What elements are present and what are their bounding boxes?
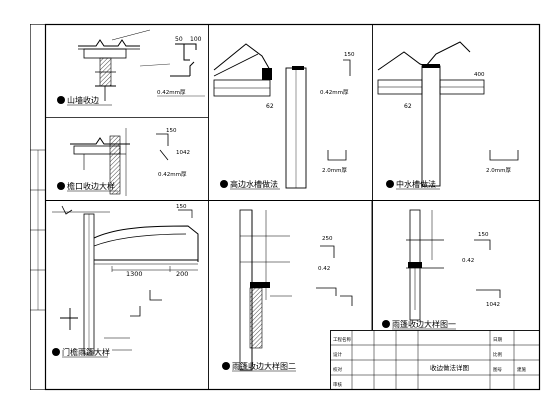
title-cell: 工程名称 bbox=[333, 336, 351, 343]
dim-text: 62 bbox=[266, 103, 274, 110]
panel-high-gutter: 62 0.42mm厚 150 2.0mm厚 高边水槽做法 bbox=[213, 43, 355, 190]
dim-text: 1042 bbox=[176, 150, 190, 156]
panel-caption: 山墙收边 bbox=[67, 95, 99, 105]
panel-gable-edge: 50 100 0.42mm厚 山墙收边 bbox=[57, 29, 205, 106]
dim-text: 150 bbox=[344, 52, 355, 58]
panel-grid bbox=[46, 24, 540, 390]
panel-eave-edge: 150 0.42mm厚 1042 檐口收边大样 bbox=[57, 128, 190, 196]
binding-strip bbox=[30, 24, 46, 390]
dim-text: 0.42 bbox=[462, 258, 474, 264]
title-cell: 审核 bbox=[333, 381, 342, 388]
panel-caption: 中水槽做法 bbox=[396, 179, 436, 189]
title-cell: 图号 bbox=[493, 367, 502, 373]
dim-text: 2.0mm厚 bbox=[322, 167, 347, 174]
panel-door-canopy: 1300 200 150 门檐雨篷大样 bbox=[52, 204, 199, 358]
panel-caption: 高边水槽做法 bbox=[230, 179, 278, 189]
title-cell: 建施 bbox=[517, 366, 526, 373]
panel-caption: 门檐雨篷大样 bbox=[62, 347, 110, 357]
panel-middle-gutter: 62 400 2.0mm厚 中水槽做法 bbox=[377, 41, 519, 190]
dim-text: 0.42 bbox=[318, 266, 330, 272]
dim-text: 150 bbox=[166, 128, 177, 134]
dim-text: 200 bbox=[176, 270, 188, 278]
dim-text: 2.0mm厚 bbox=[486, 167, 511, 174]
dim-text: 50 bbox=[175, 36, 183, 43]
panel-caption: 雨篷收边大样图一 bbox=[392, 319, 456, 329]
panel-caption: 雨篷收边大样图二 bbox=[232, 361, 296, 371]
dim-text: 0.42mm厚 bbox=[320, 89, 349, 96]
drawing-title: 收边做法详图 bbox=[430, 363, 469, 372]
panel-canopy-edge-1: 150 0.42 1042 雨篷收边大样图一 bbox=[382, 209, 501, 330]
dim-text: 0.42mm厚 bbox=[158, 171, 187, 178]
dim-text: 1300 bbox=[126, 270, 143, 278]
title-cell: 校对 bbox=[333, 366, 342, 373]
dim-text: 400 bbox=[474, 72, 485, 78]
dim-text: 250 bbox=[322, 236, 333, 242]
dim-text: 150 bbox=[478, 232, 489, 238]
dim-text: 1042 bbox=[486, 302, 500, 308]
dim-text: 0.42mm厚 bbox=[157, 89, 186, 96]
title-cell: 日期 bbox=[493, 337, 502, 343]
dim-text: 150 bbox=[176, 204, 187, 210]
title-cell: 设计 bbox=[333, 351, 342, 358]
sheet-border bbox=[44, 23, 541, 391]
panel-canopy-edge-2: 250 0.42 雨篷收边大样图二 bbox=[222, 209, 353, 372]
title-block: 工程名称 设计 校对 审核 日期 比例 图号 建施 收边做法详图 bbox=[330, 330, 540, 390]
dim-text: 100 bbox=[190, 36, 202, 43]
panel-caption: 檐口收边大样 bbox=[67, 181, 115, 191]
dim-text: 62 bbox=[404, 103, 412, 110]
title-cell: 比例 bbox=[493, 351, 502, 358]
